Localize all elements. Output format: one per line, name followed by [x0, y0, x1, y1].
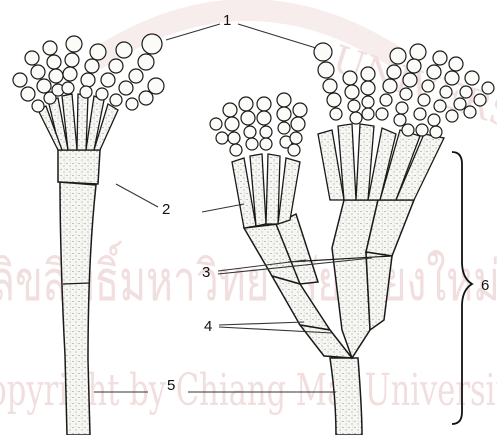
label-6: 6: [481, 277, 489, 294]
label-3: 3: [202, 264, 210, 281]
leader-4a: [219, 322, 304, 325]
label-4: 4: [204, 318, 212, 335]
right-stipe: [330, 358, 362, 435]
label-2: 2: [162, 201, 170, 218]
label-1: 1: [223, 12, 231, 29]
label-5: 5: [167, 377, 175, 394]
leader-2b: [202, 204, 244, 212]
leader-2: [116, 184, 158, 207]
left-metula: [58, 150, 100, 184]
